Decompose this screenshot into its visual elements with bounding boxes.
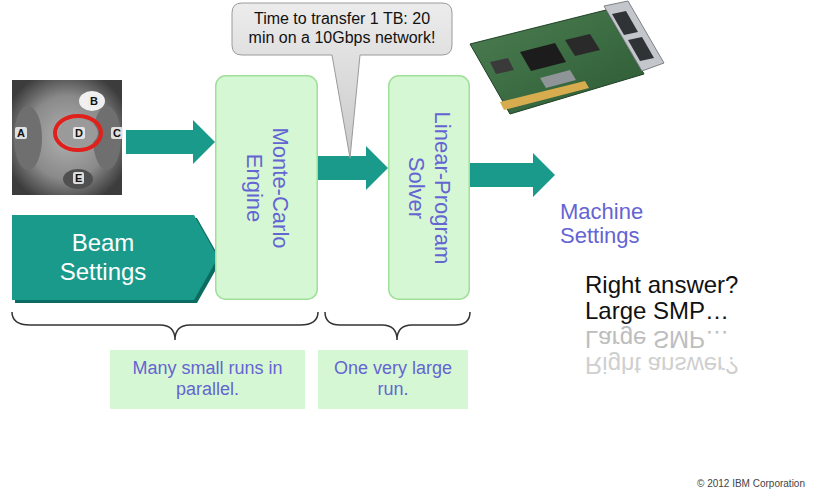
text-block: Linear-Program Solver — [403, 100, 455, 275]
mounting-bracket — [604, 1, 664, 71]
node-text: Beam Settings — [33, 229, 173, 286]
mri-image — [12, 80, 122, 195]
chip — [565, 34, 600, 56]
anatomy-letter: C — [111, 127, 123, 139]
flow-arrow — [318, 146, 388, 190]
text-block: Many small runs in parallel. — [110, 350, 305, 408]
note-box-fill — [110, 350, 305, 409]
mri-muscle — [14, 106, 42, 170]
note-text: Right answer? — [585, 272, 738, 298]
process-box-outline — [389, 76, 470, 300]
anatomy-letter: B — [88, 95, 100, 107]
node-text: Many small runs in parallel. — [118, 358, 297, 400]
note-text: Large SMP… — [585, 298, 729, 324]
text-block: Beam Settings — [12, 215, 194, 300]
input-arrow-box: Beam Settings — [12, 215, 218, 300]
note-reflection: Large SMP… — [585, 326, 729, 352]
target-outline — [55, 116, 101, 150]
node-text: One very large run. — [326, 358, 460, 400]
network-card-illustration — [470, 1, 664, 114]
text-block: One very large run. — [318, 350, 468, 408]
group-bracket — [325, 312, 470, 340]
text-block: Time to transfer 1 TB: 20 min on a 10Gbp… — [232, 3, 452, 55]
node-text: Linear-Program Solver — [403, 100, 455, 275]
heatsink — [540, 70, 576, 88]
mri-prostate — [58, 119, 98, 147]
anatomy-letter: E — [73, 172, 84, 184]
anatomy-letter: A — [15, 127, 27, 139]
callout-bubble: Time to transfer 1 TB: 20 min on a 10Gbp… — [232, 3, 452, 55]
mri-rectum — [63, 169, 93, 189]
arrow-box-outline — [12, 215, 218, 300]
anatomy-letter: D — [73, 127, 85, 139]
mri-ground — [12, 80, 122, 195]
note-box-fill — [318, 350, 468, 409]
process-box: Linear-Program Solver — [388, 75, 470, 300]
chip — [490, 58, 514, 74]
network-port — [628, 37, 654, 61]
note-reflection: Right answer? — [585, 352, 738, 378]
process-box-outline — [216, 76, 318, 300]
copyright-notice: © 2012 IBM Corporation — [697, 478, 805, 489]
callout-text: Time to transfer 1 TB: 20 min on a 10Gbp… — [239, 10, 445, 48]
output-label: Machine Settings — [560, 200, 675, 248]
chip — [520, 43, 566, 71]
flow-arrow — [470, 153, 555, 197]
network-port — [612, 11, 638, 35]
node-text: Monte-Carlo Engine — [241, 113, 293, 263]
note-box: Many small runs in parallel. — [110, 350, 305, 409]
group-bracket — [12, 312, 318, 340]
process-box: Monte-Carlo Engine — [215, 75, 318, 300]
flow-arrow — [126, 120, 215, 164]
note-box: One very large run. — [318, 350, 468, 409]
mri-bladder — [79, 91, 105, 111]
text-block: Monte-Carlo Engine — [241, 113, 293, 263]
